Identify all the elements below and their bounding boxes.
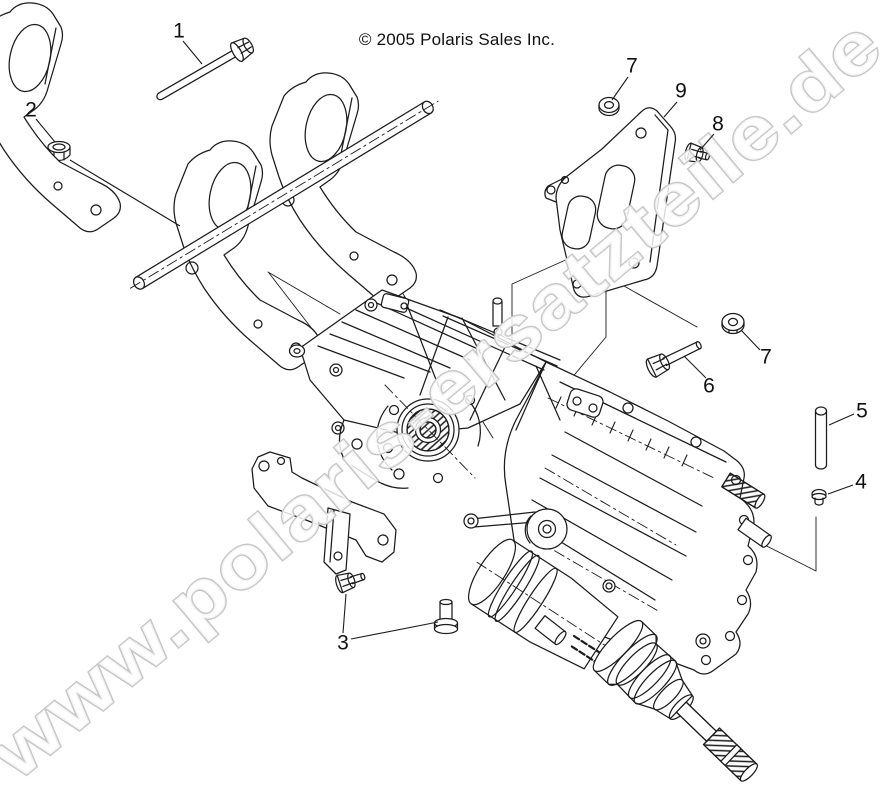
callout-leader-2-1 [69,159,181,227]
callout-number-6-6: 6 [703,375,715,398]
watermark-text: www.polaris-ersatzteile.de [0,3,894,795]
callout-leader-9-3 [663,101,678,118]
callout-leader-6-6 [683,355,707,379]
pin-part-5 [814,406,828,470]
bolt-part-8 [684,142,710,163]
shift-linkage-top [364,293,503,337]
callout-leader-3-9 [342,593,347,634]
callout-leader-1-0 [182,40,203,65]
rear-splined-stub [721,472,766,509]
cap-part-4 [811,488,827,506]
bolt-part-3b [433,598,459,635]
callout-number-8-4: 8 [712,113,724,136]
rear-peg-boss [737,517,772,548]
gearbox-assembly [288,289,772,782]
copyright-text: © 2005 Polaris Sales Inc. [358,30,556,49]
bolt-part-6 [645,341,702,378]
pivot-tube [130,100,439,290]
callout-number-2-1: 2 [25,99,37,122]
front-output-cylinder [467,538,619,670]
callout-leader-4-8 [827,484,854,495]
callout-number-7-2: 7 [626,55,638,78]
bolt-part-1 [156,37,255,101]
callout-leader-3-9 [350,621,439,640]
flange-nut-part-7-upper [598,96,620,117]
drain-peg [534,615,567,646]
callout-number-5-7: 5 [856,400,868,423]
bearing-bore [376,384,481,484]
callout-leader-5-7 [828,413,855,426]
flange-nut-part-7-lower [721,312,745,335]
bolt-part-3a [335,572,366,594]
callout-leader-8-4 [699,133,715,151]
callout-number-4-8: 4 [855,471,867,494]
lower-mount-bracket [251,451,397,575]
callout-leader-7-2 [611,76,629,101]
callout-leader-7-5 [740,329,761,351]
callout-number-3-9: 3 [337,632,349,655]
output-shaft [592,619,759,782]
mount-bracket-front [0,2,121,233]
callout-number-7-5: 7 [760,346,772,369]
callout-number-1-0: 1 [173,20,185,43]
callout-layer: 1 2 7 9 8 7 6 5 4 3 [25,20,868,655]
callout-leader-2-1 [35,118,56,143]
callout-number-9-3: 9 [675,80,687,103]
shift-sector-wheel [463,508,568,550]
bracket-part-9 [544,107,677,298]
